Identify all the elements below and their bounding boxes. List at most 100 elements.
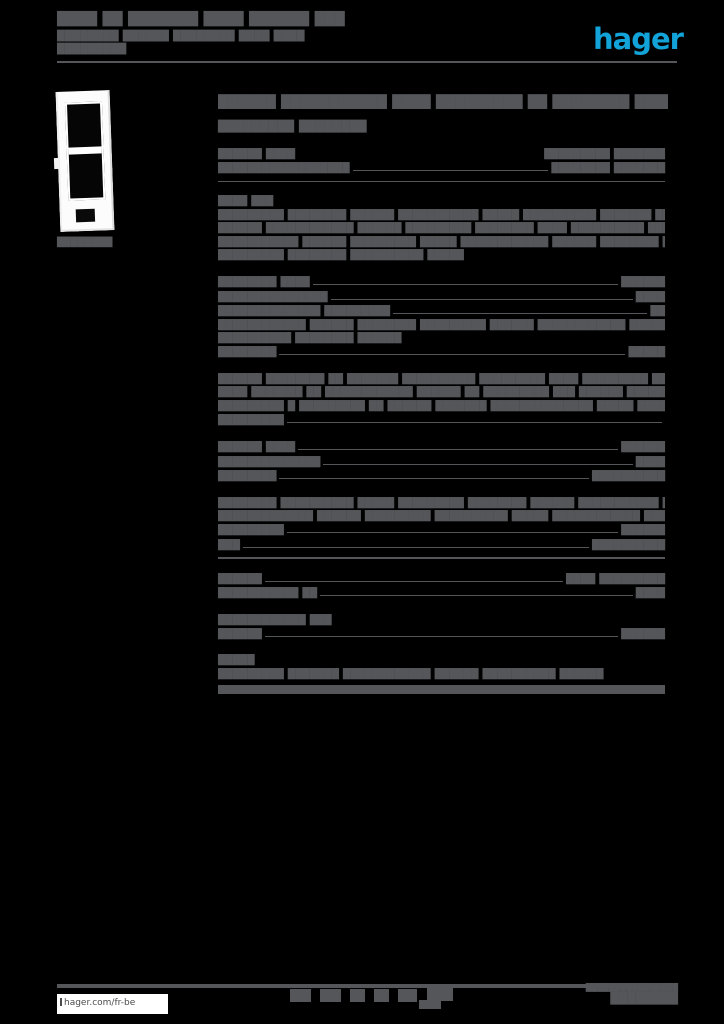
- spec-row: ██████████████████ ████████ ███████: [218, 161, 665, 175]
- footer-website-link[interactable]: hager.com/fr-be: [60, 998, 168, 1008]
- paragraph-line: ████████ ██████████ █████ █████████ ████…: [218, 497, 665, 509]
- spec-label: ████████████ ███: [218, 614, 332, 626]
- spec-section: ██████████████ ███████ ████████████ ████…: [218, 654, 665, 695]
- spec-row: ███████████ ██ ████: [218, 586, 665, 600]
- certification-mark-icon: [374, 989, 389, 1002]
- spec-value: ██: [650, 306, 665, 318]
- spec-value: ██████: [621, 525, 665, 537]
- spec-row: ███████████████████: [218, 290, 665, 304]
- spec-sections: ██████ █████████████ ███████████████████…: [218, 148, 665, 707]
- spec-label: ███████████████: [218, 291, 328, 303]
- spec-label: ██████████████████: [218, 163, 350, 175]
- spec-row: ██████ ████ █████████ ███████: [218, 148, 665, 161]
- spec-value: █████████ ███████: [544, 149, 665, 160]
- paragraph-line: █████████ ████████ ██████████ █████: [218, 249, 464, 261]
- spec-row: █████████████: [218, 538, 665, 552]
- certification-mark-icon: [290, 989, 311, 1002]
- spec-row: ████████████ ███: [218, 614, 665, 627]
- paragraph-line: ████ ███████ ██ ████████████ ██████ ██ █…: [218, 387, 665, 399]
- paragraph-line: ██████ ████████████ ██████ █████████ ███…: [218, 223, 665, 235]
- header-divider: [57, 61, 677, 63]
- spec-label: ███████████ ██: [218, 588, 317, 600]
- spec-label: ██████ ████: [218, 442, 296, 454]
- spec-value: █████: [628, 347, 665, 359]
- product-image-caption: ████████: [57, 238, 113, 248]
- spec-label: ████ ███: [218, 196, 274, 208]
- spec-section: ██████ █████████████ ███████████████████…: [218, 148, 665, 183]
- header-product-reference: ████ ██ ███████ ████ ██████ ███: [57, 12, 345, 27]
- spec-value: ██████: [621, 277, 665, 289]
- spec-row: █████████████: [218, 345, 665, 359]
- page-title: ██████ ███████████ ████ █████████ ██ ███…: [218, 94, 668, 109]
- spec-row: ████ ███: [218, 195, 665, 208]
- leader-line: [286, 523, 619, 534]
- spec-row: ██████████████████: [218, 469, 665, 483]
- enclosure-door-window: [64, 101, 106, 201]
- leader-line: [298, 440, 619, 451]
- spec-row: ██████████████████: [218, 455, 665, 469]
- spec-section: ████████████ ███ ██████ ██████: [218, 614, 665, 642]
- leader-line: [320, 586, 633, 597]
- spec-row: ██████████████ █████████ ██: [218, 304, 665, 318]
- paragraph-line: ███████████ ██████ █████████ █████ █████…: [218, 236, 665, 248]
- spec-label: ██████ ████: [218, 149, 296, 160]
- spec-section: ██████ ████████ ██ ███████ ██████████ ██…: [218, 373, 665, 428]
- leader-line: [286, 413, 662, 423]
- footer-url-box: hager.com/fr-be: [57, 994, 168, 1014]
- paragraph-line: ████████████ ██████ ████████ █████████ █…: [218, 319, 665, 331]
- certification-mark-icon: [320, 989, 341, 1002]
- leader-line: [279, 345, 626, 356]
- footer-divider: [57, 984, 677, 988]
- spec-row: ██████ ██████: [218, 627, 665, 641]
- spec-value: ██████████: [591, 539, 665, 551]
- leader-line: [352, 161, 549, 172]
- leader-line: [264, 627, 619, 637]
- leader-line: [393, 304, 648, 315]
- spec-value: ████: [635, 456, 665, 468]
- hager-logo: hager: [593, 22, 684, 56]
- leader-line: [330, 290, 633, 300]
- door-handle: [53, 157, 60, 170]
- footer-right-line1: ████████████████: [585, 983, 678, 992]
- spec-value: ████: [635, 588, 665, 600]
- rule-line: [218, 557, 665, 559]
- spec-value: ██████: [621, 442, 665, 454]
- spec-value: ████ █████████: [566, 573, 665, 585]
- product-image: [53, 90, 115, 232]
- highlight-bar: [218, 685, 665, 695]
- spec-row: ████████ ██████████: [218, 275, 665, 289]
- certification-mark-icon: [398, 989, 417, 1002]
- spec-label: █████████: [218, 525, 284, 537]
- spec-value: ██████: [621, 628, 665, 640]
- spec-label: ████████: [218, 471, 277, 483]
- spec-label: ███: [218, 539, 240, 551]
- spec-row: █████: [218, 654, 665, 667]
- spec-row: ██████████ █████████: [218, 572, 665, 586]
- leader-line: [312, 275, 619, 286]
- rule-line: [218, 180, 665, 183]
- spec-label: ██████: [218, 628, 262, 640]
- spec-value: ██████████: [591, 471, 665, 483]
- spec-label: ██████████████ █████████: [218, 306, 391, 318]
- spec-section: ██████ █████████████████████████████████…: [218, 440, 665, 483]
- spec-label: █████████: [218, 415, 284, 426]
- leader-line: [323, 455, 633, 465]
- paragraph-line: █████████ ███████ ████████████ ██████ ██…: [218, 668, 604, 680]
- spec-section: ████ ████████████ ████████ ██████ ██████…: [218, 195, 665, 262]
- spec-value: ████: [635, 291, 665, 303]
- door-window-mullion: [68, 146, 102, 155]
- spec-row: █████████: [218, 413, 665, 427]
- spec-section: ████████ ██████████ █████ █████████ ████…: [218, 497, 665, 559]
- leader-line: [242, 538, 589, 548]
- leader-line: [279, 469, 589, 480]
- spec-row: ██████ ████ ██████: [218, 440, 665, 454]
- paragraph-line: ██████████ ████████ ██████: [218, 332, 402, 344]
- spec-value: ████████ ███████: [551, 163, 665, 175]
- signature-mark-icon: [419, 988, 453, 1009]
- spec-row: ███████████████: [218, 523, 665, 537]
- spec-label: ██████████████: [218, 456, 321, 468]
- spec-label: ████████: [218, 347, 277, 359]
- paragraph-line: █████████████ ██████ █████████ █████████…: [218, 511, 665, 523]
- leader-line: [264, 572, 563, 582]
